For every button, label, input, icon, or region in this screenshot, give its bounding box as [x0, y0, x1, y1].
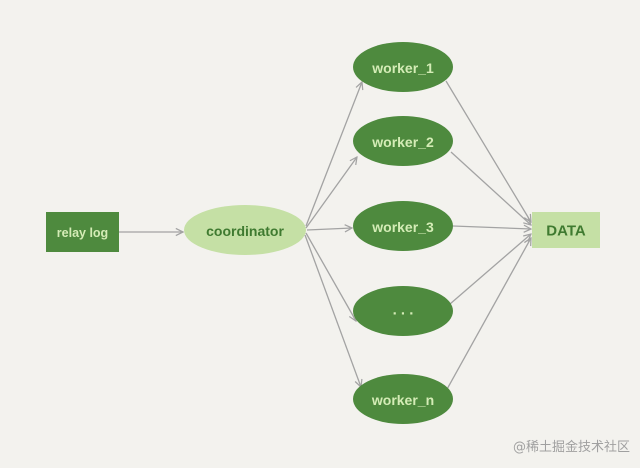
edge-worker-n-to-data — [445, 238, 531, 392]
data-node: DATA — [532, 212, 600, 248]
worker-label: worker_1 — [371, 60, 434, 76]
worker-node-1: worker_1 — [353, 42, 453, 92]
worker-label: worker_n — [371, 392, 434, 408]
edge-coordinator-to-worker-n — [304, 234, 361, 387]
relay-log-node: relay log — [46, 212, 119, 252]
edges — [119, 80, 531, 392]
worker-ellipse — [353, 42, 453, 92]
worker-ellipse — [353, 116, 453, 166]
worker-label: . . . — [393, 302, 414, 319]
coordinator-node: coordinator — [184, 205, 306, 255]
relay-log-box — [46, 212, 119, 252]
coordinator-ellipse — [184, 205, 306, 255]
worker-node-3: worker_3 — [353, 201, 453, 251]
edge-worker-3-to-data — [452, 226, 531, 229]
worker-label: worker_3 — [371, 219, 434, 235]
edge-coordinator-to-worker-3 — [306, 228, 352, 230]
edge-worker-ellipsis-to-data — [449, 234, 531, 305]
relay-log-label: relay log — [57, 226, 108, 240]
edge-coordinator-to-worker-2 — [305, 157, 357, 229]
edge-worker-1-to-data — [445, 80, 531, 222]
coordinator-label: coordinator — [206, 223, 284, 239]
worker-ellipse — [353, 374, 453, 424]
edge-coordinator-to-worker-1 — [305, 82, 362, 227]
worker-ellipse — [353, 201, 453, 251]
data-box — [532, 212, 600, 248]
worker-node-2: worker_2 — [353, 116, 453, 166]
edge-coordinator-to-worker-ellipsis — [305, 232, 356, 321]
worker-label: worker_2 — [371, 134, 434, 150]
edge-worker-2-to-data — [450, 151, 531, 225]
worker-ellipse — [353, 286, 453, 336]
worker-node-ellipsis: . . . — [353, 286, 453, 336]
data-label: DATA — [546, 223, 586, 240]
worker-node-n: worker_n — [353, 374, 453, 424]
watermark-text: @稀土掘金技术社区 — [513, 439, 630, 455]
